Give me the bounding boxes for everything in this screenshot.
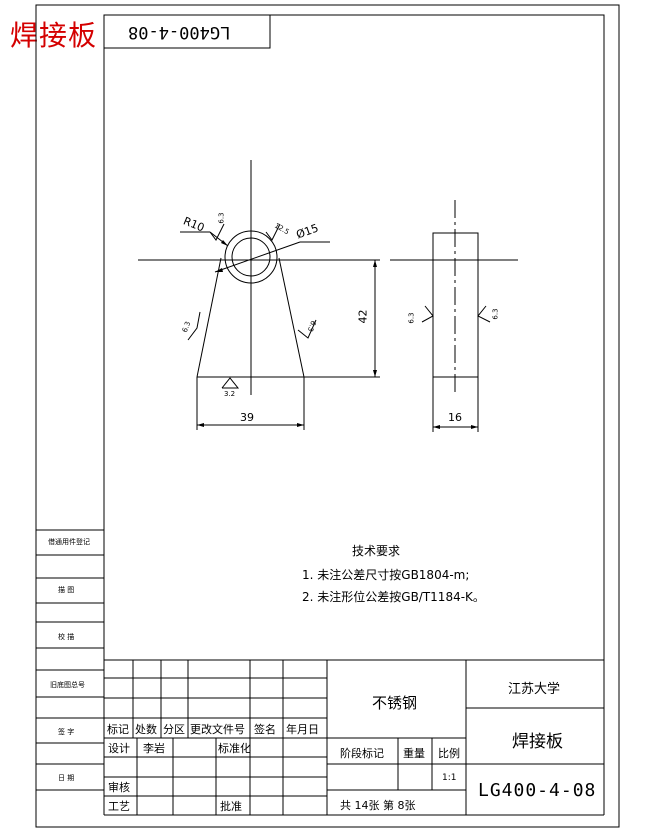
designer-name: 李岩: [143, 742, 165, 755]
dim-width-side: 16: [448, 411, 462, 424]
side-label-4: 旧底图总号: [50, 681, 85, 689]
requirement-2: 2. 未注形位公差按GB/T1184-K。: [302, 590, 485, 604]
roughness-1: 6.3: [217, 212, 226, 224]
code-box: [103, 14, 271, 49]
side-label-6: 日 期: [58, 774, 75, 782]
roughness-5: 3.2: [224, 390, 236, 398]
label-zhongliang: 重量: [403, 747, 425, 760]
roughness-6: 6.3: [407, 312, 416, 324]
hole: [231, 237, 271, 277]
label-nianyueri: 年月日: [286, 723, 319, 736]
label-shenhe: 审核: [108, 781, 130, 794]
red-title: 焊接板: [10, 19, 98, 52]
outer-arc: [224, 230, 278, 284]
outer-frame: [35, 4, 620, 828]
side-label-1: 借通用件登记: [48, 538, 90, 546]
label-pizhun: 批准: [220, 800, 242, 813]
sheet-count: 共 14张 第 8张: [340, 799, 416, 812]
label-sheji: 设计: [108, 742, 130, 755]
dim-width-front: 39: [240, 411, 254, 424]
label-biaoji: 标记: [107, 723, 129, 736]
material: 不锈钢: [372, 694, 418, 712]
side-label-3: 校 描: [58, 633, 75, 641]
scale-value: 1:1: [442, 773, 457, 783]
label-qianming: 签名: [254, 723, 276, 736]
mirrored-drawing-code: LG400-4-08: [128, 22, 231, 42]
label-biaozhunhua: 标准化: [218, 742, 251, 755]
university: 江苏大学: [508, 682, 561, 697]
drawing-number: LG400-4-08: [478, 780, 597, 801]
label-genggai: 更改文件号: [190, 723, 245, 736]
label-fenqu: 分区: [163, 723, 185, 736]
label-gongyi: 工艺: [108, 800, 130, 813]
side-label-2: 描 图: [58, 586, 75, 594]
side-label-5: 签 字: [58, 728, 75, 736]
requirement-1: 1. 未注公差尺寸按GB1804-m;: [302, 568, 470, 582]
label-bili: 比例: [438, 747, 460, 760]
inner-frame: [103, 14, 605, 661]
part-name: 焊接板: [512, 732, 563, 752]
requirements-title: 技术要求: [352, 544, 401, 558]
label-chushu: 处数: [135, 723, 157, 736]
dim-height: 42: [356, 309, 370, 324]
roughness-7: 6.3: [491, 308, 500, 320]
label-jieduan: 阶段标记: [340, 747, 384, 760]
